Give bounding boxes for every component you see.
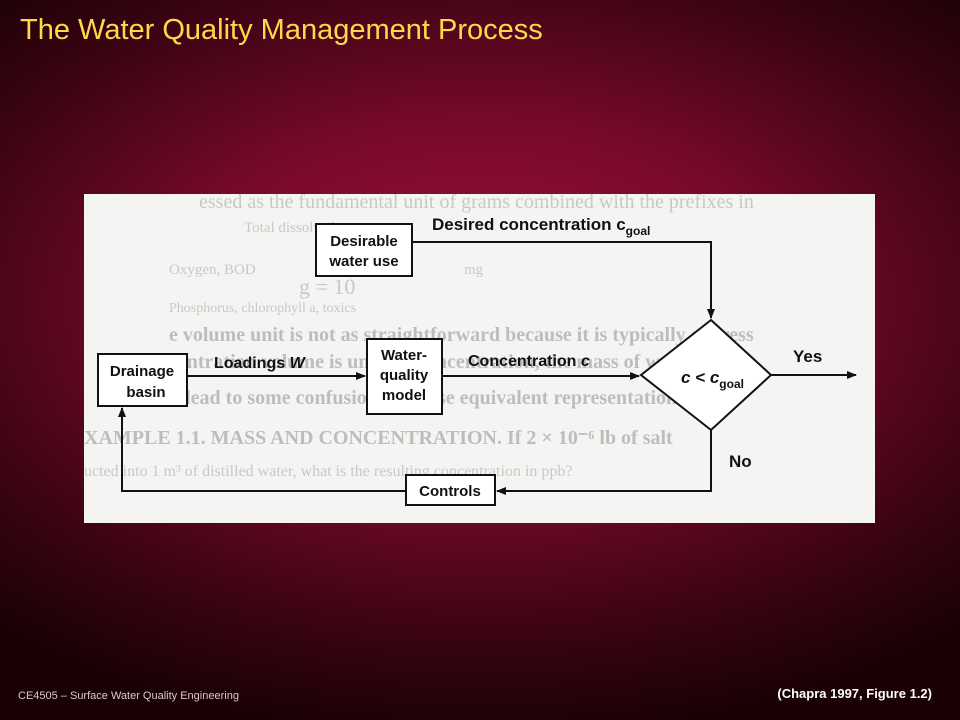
svg-text:essed as the fundamental unit: essed as the fundamental unit of grams c… — [199, 194, 754, 213]
model-line1: Water- — [381, 347, 427, 364]
slide-title: The Water Quality Management Process — [20, 14, 543, 46]
desirable-use-line1: Desirable — [330, 233, 398, 250]
no-to-controls-arrow — [496, 430, 712, 495]
svg-text:mg: mg — [464, 262, 484, 278]
model-line3: model — [382, 387, 426, 404]
desirable-water-use-box — [315, 223, 413, 277]
desirable-use-line2: water use — [328, 253, 398, 270]
desired-concentration-label: Desired concentration cgoal — [432, 215, 650, 238]
water-quality-model-box — [366, 338, 443, 415]
svg-text:n lead to some confusion, beca: n lead to some confusion, because equiva… — [169, 387, 722, 409]
loadings-label: Loadings W — [214, 355, 307, 372]
figure-citation: (Chapra 1997, Figure 1.2) — [777, 686, 932, 701]
concentration-label: Concentration c — [468, 353, 590, 370]
no-label: No — [729, 452, 752, 471]
drainage-basin-line1: Drainage — [110, 363, 174, 380]
yes-label: Yes — [793, 347, 822, 366]
drainage-basin-box — [97, 353, 188, 407]
scan-ghost-texture: essed as the fundamental unit of grams c… — [84, 194, 754, 480]
svg-text:Oxygen, BOD: Oxygen, BOD — [169, 262, 256, 278]
drainage-basin-line2: basin — [126, 384, 165, 401]
desired-concentration-arrow — [412, 241, 715, 319]
svg-text:g = 10: g = 10 — [299, 274, 355, 299]
svg-text:e volume unit is not as straig: e volume unit is not as straightforward … — [169, 324, 754, 346]
svg-text:Total dissolved: Total dissolved — [244, 220, 336, 236]
course-footer: CE4505 – Surface Water Quality Engineeri… — [18, 690, 239, 702]
svg-text:ucted into 1 m³ of distilled w: ucted into 1 m³ of distilled water, what… — [84, 463, 572, 480]
flow-diagram: essed as the fundamental unit of grams c… — [84, 194, 857, 506]
controls-to-basin-arrow — [118, 407, 406, 492]
decision-label: c < cgoal — [681, 368, 744, 391]
model-line2: quality — [380, 367, 429, 384]
controls-box — [405, 474, 496, 506]
flow-diagram-figure: essed as the fundamental unit of grams c… — [84, 194, 875, 523]
controls-label: Controls — [419, 483, 481, 500]
svg-text:Phosphorus, chlorophyll a, tox: Phosphorus, chlorophyll a, toxics — [169, 301, 356, 316]
svg-text:XAMPLE 1.1. MASS AND CONCENTRA: XAMPLE 1.1. MASS AND CONCENTRATION. If 2… — [84, 427, 673, 449]
